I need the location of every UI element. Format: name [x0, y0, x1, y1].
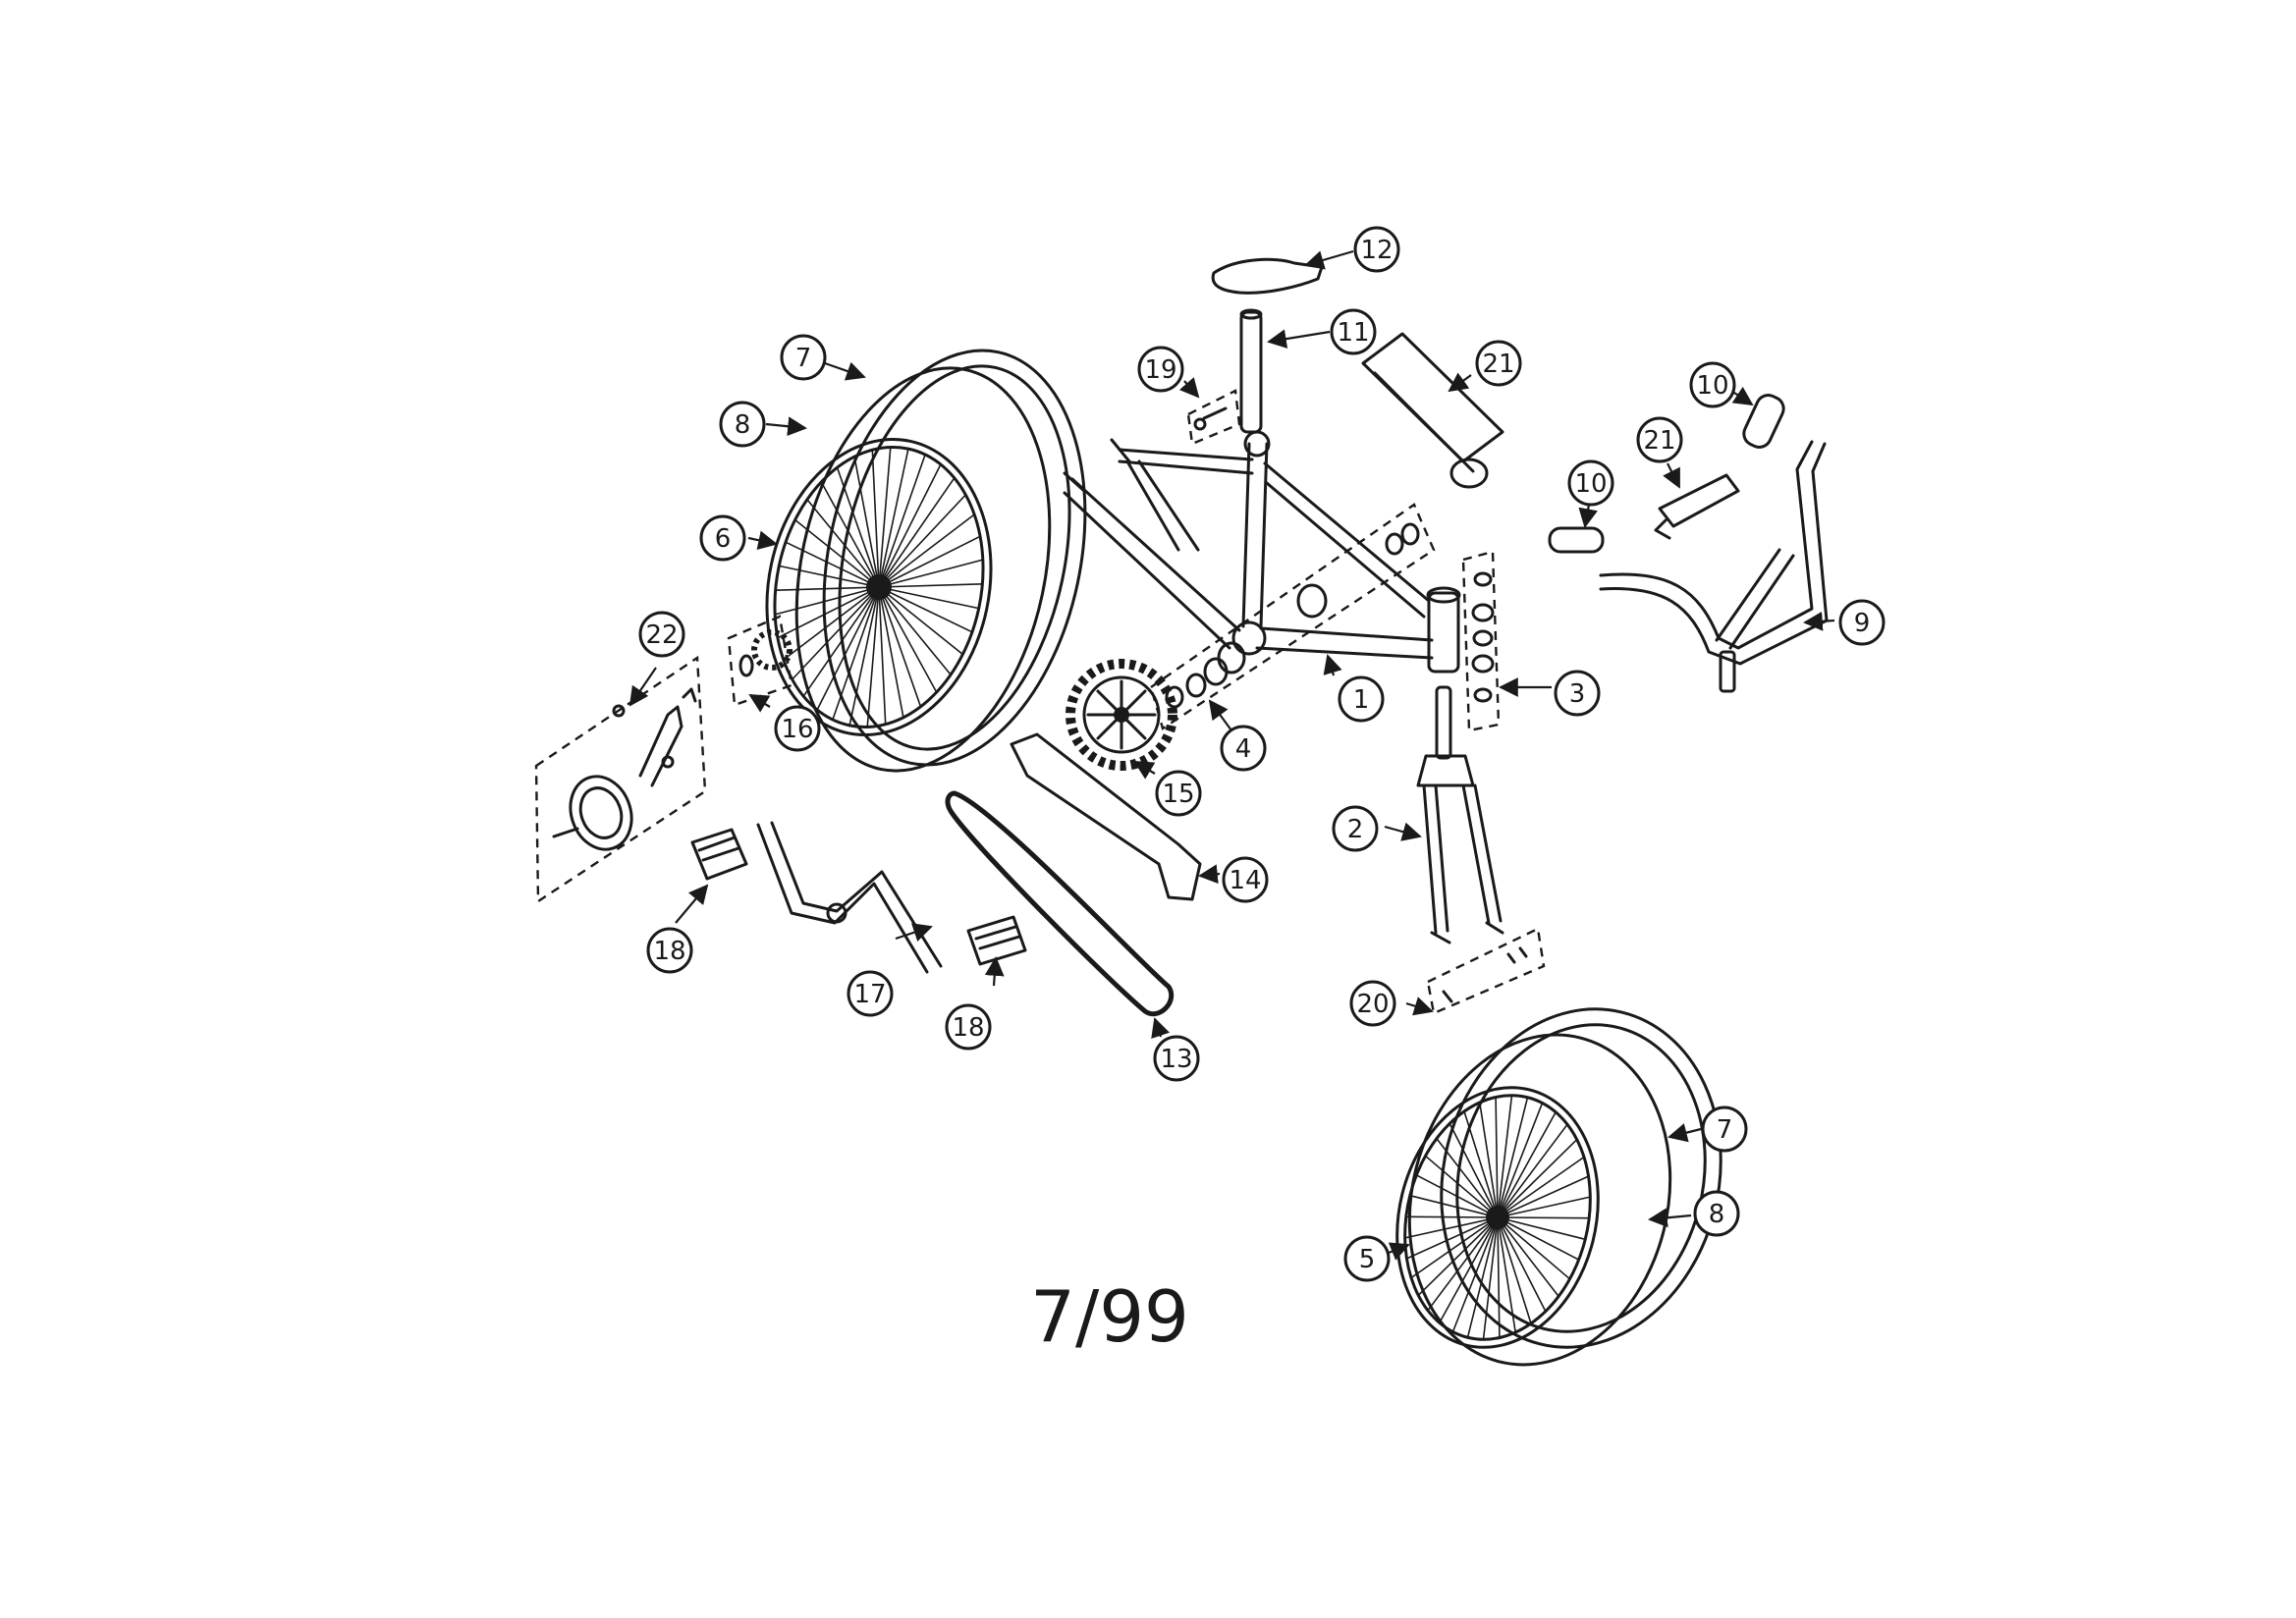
callout-10: 10: [1567, 459, 1614, 507]
rear-wheel-rim: [765, 438, 993, 736]
leader-lines: [629, 249, 1835, 1261]
callout-4: 4: [1220, 725, 1267, 772]
callout-3: 3: [1554, 670, 1601, 717]
callout-5: 5: [1343, 1235, 1391, 1282]
callout-15: 15: [1155, 770, 1202, 817]
seat-clamp-hardware: [1186, 389, 1241, 446]
callout-12: 12: [1353, 226, 1400, 273]
callout-7: 7: [780, 334, 827, 381]
callout-label: 5: [1359, 1245, 1376, 1274]
front-fork: [1416, 685, 1504, 944]
callout-label: 22: [645, 620, 678, 650]
callout-label: 21: [1482, 350, 1514, 379]
callout-label: 21: [1643, 426, 1675, 456]
handlebar-grip-left: [1548, 526, 1605, 554]
callout-label: 1: [1353, 685, 1370, 715]
coaster-brake-hardware: [534, 655, 707, 904]
callout-label: 8: [1709, 1200, 1725, 1229]
top-tube-pad: [1361, 332, 1504, 489]
callout-label: 18: [952, 1013, 984, 1043]
callout-label: 9: [1854, 609, 1871, 638]
callout-8: 8: [1693, 1190, 1740, 1237]
pedal-left: [690, 828, 748, 881]
callout-label: 3: [1569, 679, 1586, 709]
callout-label: 4: [1235, 734, 1252, 764]
callout-label: 15: [1162, 780, 1194, 809]
callout-label: 10: [1574, 469, 1607, 499]
callout-18: 18: [945, 1003, 992, 1051]
callout-10: 10: [1689, 361, 1736, 408]
callout-16: 16: [774, 705, 821, 752]
callout-8: 8: [719, 401, 766, 448]
front-wheel-rim: [1395, 1086, 1600, 1349]
callout-13: 13: [1153, 1035, 1200, 1082]
callout-label: 13: [1160, 1045, 1192, 1074]
callout-label: 10: [1696, 371, 1728, 401]
callout-21: 21: [1636, 416, 1683, 463]
chain-guard: [1010, 732, 1202, 901]
callout-1: 1: [1338, 675, 1385, 723]
handlebar-grip-right: [1742, 394, 1785, 449]
handlebar-pad: [1654, 473, 1740, 540]
callout-label: 7: [795, 344, 812, 373]
chainring-sprocket: [1066, 659, 1177, 771]
chain: [945, 790, 1174, 1016]
callout-6: 6: [699, 514, 746, 562]
callout-22: 22: [638, 611, 685, 658]
callout-label: 8: [735, 410, 751, 440]
callout-label: 7: [1717, 1115, 1733, 1145]
bottom-bracket-hardware: [1149, 503, 1436, 730]
front-inner-tube: [1407, 1033, 1672, 1367]
callout-label: 19: [1144, 355, 1176, 385]
rear-hub-hardware: [727, 615, 793, 707]
crank-arm: [756, 821, 943, 974]
headset-hardware: [1461, 550, 1501, 732]
rear-inner-tube: [794, 366, 1052, 773]
callout-11: 11: [1330, 308, 1377, 355]
callout-label: 11: [1337, 318, 1369, 348]
callout-21: 21: [1475, 340, 1522, 387]
callout-9: 9: [1838, 599, 1886, 646]
pedal-right: [966, 915, 1027, 966]
callout-label: 16: [781, 715, 813, 744]
callout-label: 2: [1347, 815, 1364, 844]
callout-2: 2: [1332, 805, 1379, 852]
callout-label: 6: [715, 524, 732, 554]
callout-label: 12: [1360, 236, 1393, 265]
callout-18: 18: [646, 927, 693, 974]
date-code: 7/99: [1030, 1275, 1189, 1358]
callout-label: 20: [1356, 990, 1389, 1019]
callout-label: 17: [853, 980, 886, 1009]
callout-14: 14: [1222, 856, 1269, 903]
rear-tire: [822, 349, 1087, 767]
bicycle-frame: [1063, 430, 1461, 674]
saddle: [1211, 257, 1324, 295]
callout-label: 18: [653, 937, 685, 966]
callout-7: 7: [1701, 1106, 1748, 1153]
callout-19: 19: [1137, 346, 1184, 393]
callout-17: 17: [847, 970, 894, 1017]
seat-post: [1239, 308, 1263, 434]
callout-20: 20: [1349, 980, 1396, 1027]
handlebar: [1599, 440, 1829, 693]
callout-label: 14: [1229, 866, 1261, 895]
